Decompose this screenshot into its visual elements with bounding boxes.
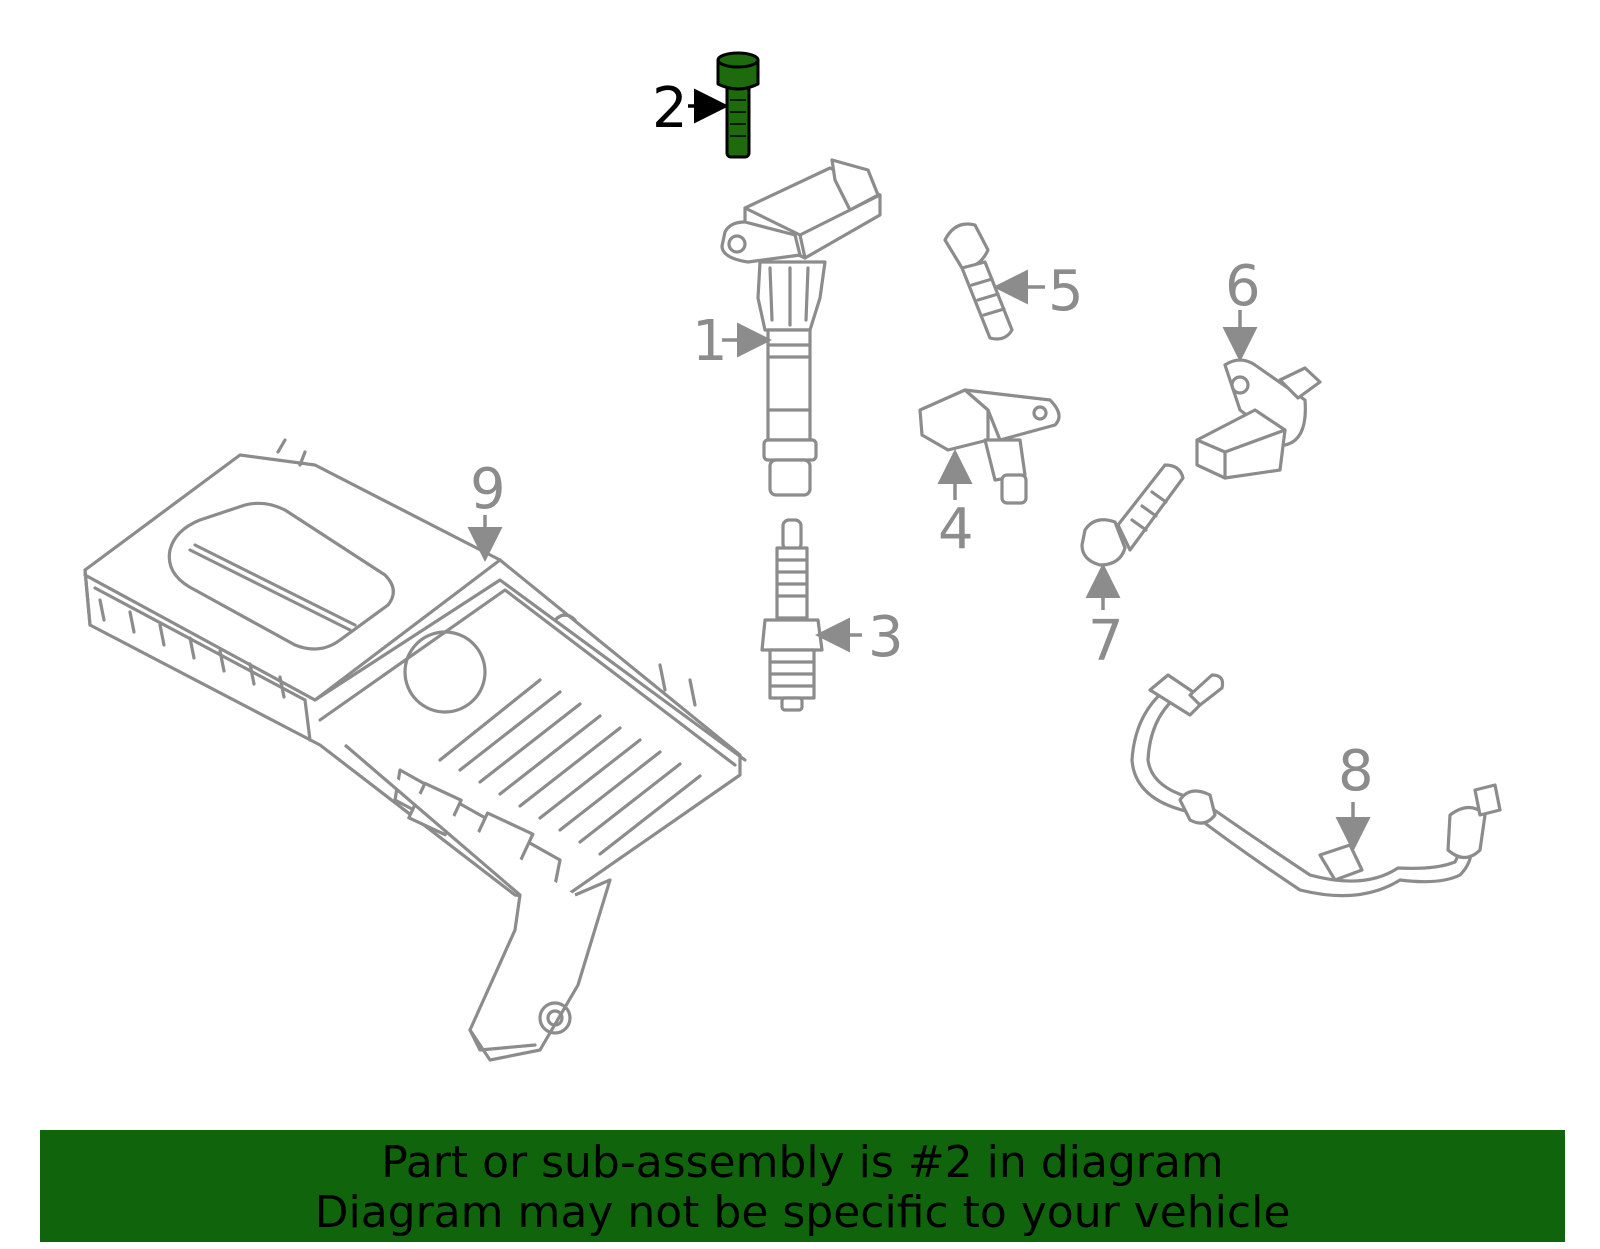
part-1-ignition-coil[interactable] bbox=[720, 158, 882, 497]
callout-5-label[interactable]: 5 bbox=[1048, 259, 1084, 324]
part-2-bolt[interactable] bbox=[716, 51, 760, 159]
callout-7-label[interactable]: 7 bbox=[1088, 609, 1124, 674]
callout-9-label[interactable]: 9 bbox=[470, 457, 506, 522]
callout-6-label[interactable]: 6 bbox=[1225, 254, 1261, 319]
part-8-harness[interactable] bbox=[1130, 673, 1502, 898]
banner-line-1: Part or sub-assembly is #2 in diagram bbox=[381, 1137, 1224, 1188]
part-3-spark-plug[interactable] bbox=[760, 518, 824, 712]
part-4-sensor[interactable] bbox=[918, 388, 1061, 505]
banner-line-2: Diagram may not be specific to your vehi… bbox=[314, 1187, 1291, 1238]
info-banner: Part or sub-assembly is #2 in diagram Di… bbox=[40, 1130, 1565, 1242]
callout-3-label[interactable]: 3 bbox=[868, 605, 904, 670]
part-6-sensor[interactable] bbox=[1195, 358, 1322, 480]
part-7-bolt[interactable] bbox=[1080, 463, 1185, 567]
callout-1-label[interactable]: 1 bbox=[692, 309, 728, 374]
callout-2-label[interactable]: 2 bbox=[652, 76, 688, 141]
part-5-bolt[interactable] bbox=[943, 222, 1014, 341]
callout-4-label[interactable]: 4 bbox=[938, 497, 974, 562]
part-9-ecm[interactable] bbox=[83, 438, 747, 1062]
callout-8-label[interactable]: 8 bbox=[1338, 739, 1374, 804]
parts-diagram: 2 1 3 5 4 bbox=[83, 51, 1502, 1062]
